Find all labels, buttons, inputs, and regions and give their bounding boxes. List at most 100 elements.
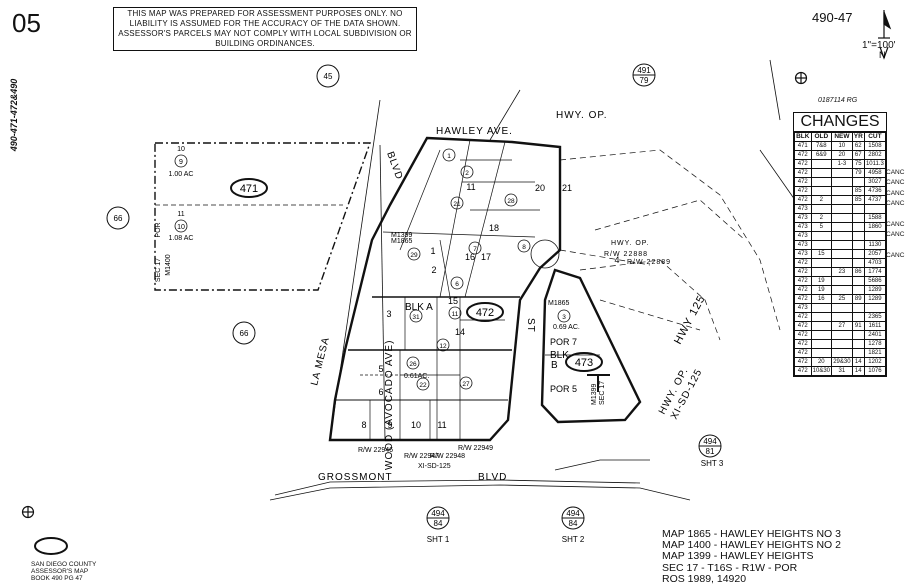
changes-cell bbox=[863, 204, 887, 214]
street-hwy125: HWY 125 bbox=[672, 293, 708, 346]
changes-cell bbox=[831, 339, 853, 349]
changes-cell: 14 bbox=[851, 357, 865, 367]
lot-number: 16 bbox=[465, 252, 475, 262]
changes-cell: 1289 bbox=[863, 285, 887, 295]
changes-cell bbox=[831, 177, 853, 187]
changes-cell: 19 bbox=[810, 285, 833, 295]
rw-label: R/W 22889 bbox=[627, 259, 671, 266]
parcel-number: 9 bbox=[179, 159, 183, 166]
changes-cell: 473 bbox=[794, 222, 812, 232]
parcel-area: 1.08 AC bbox=[169, 235, 194, 242]
sheet-label: SHT 3 bbox=[701, 459, 724, 468]
adjacent-ref: 491 bbox=[637, 66, 651, 75]
book-page-number: 490-47 bbox=[812, 10, 853, 25]
changes-cell bbox=[831, 276, 853, 286]
lot-number: 9 bbox=[387, 420, 392, 430]
page-number: 05 bbox=[12, 8, 41, 38]
changes-cell: 85 bbox=[851, 186, 865, 196]
changes-cell: 1289 bbox=[863, 294, 887, 304]
parcel-number: 31 bbox=[412, 314, 420, 321]
changes-cell bbox=[851, 249, 865, 259]
changes-cell bbox=[810, 204, 833, 214]
changes-cell: 472 bbox=[794, 366, 812, 376]
changes-cell bbox=[810, 177, 833, 187]
xi-label: XI-SD-125 bbox=[418, 463, 451, 470]
lot-number: 21 bbox=[562, 183, 572, 193]
changes-cell: 1611 bbox=[863, 321, 887, 331]
changes-cell: 4958 bbox=[863, 168, 887, 178]
block-472-boundary bbox=[328, 136, 562, 442]
lot-number: 14 bbox=[455, 327, 465, 337]
changes-cell: 25 bbox=[831, 294, 853, 304]
parcel-number: 3 bbox=[562, 314, 566, 321]
area-label: 0.61AC. bbox=[404, 373, 429, 380]
parcel-number: 11 bbox=[452, 311, 459, 318]
changes-cell: 79 bbox=[851, 168, 865, 178]
changes-cell: 23 bbox=[831, 267, 853, 277]
county-footer: SAN DIEGO COUNTY ASSESSOR'S MAP BOOK 490… bbox=[31, 561, 96, 583]
changes-cell bbox=[831, 231, 853, 241]
changes-cell: 10 bbox=[831, 141, 853, 151]
block-label: 471 bbox=[240, 183, 258, 195]
legend-ellipse-icon bbox=[34, 537, 68, 555]
rw-label: R/W 22947 bbox=[404, 453, 439, 460]
lot-number: 8 bbox=[361, 420, 366, 430]
canc-label: CANC bbox=[886, 169, 905, 176]
changes-cell: 3027 bbox=[863, 177, 887, 187]
changes-row: 473 bbox=[794, 231, 887, 241]
adjacent-ref: 84 bbox=[434, 519, 443, 528]
parcel-number: 2 bbox=[465, 170, 469, 177]
changes-header: BLK bbox=[794, 132, 812, 142]
canc-label bbox=[886, 241, 904, 251]
rw-label: R/W 22949 bbox=[458, 445, 493, 452]
changes-cell bbox=[831, 240, 853, 250]
changes-cell: 67 bbox=[851, 150, 865, 160]
changes-row: 472 4703 bbox=[794, 258, 887, 268]
canc-label: CANC bbox=[886, 189, 905, 197]
rw-label: R/W 22948 bbox=[430, 453, 465, 460]
changes-cell: 1130 bbox=[863, 240, 887, 250]
scale-label: 1"=100' bbox=[862, 40, 896, 51]
changes-cell: 472 bbox=[794, 258, 812, 268]
lot-number: 4 bbox=[614, 255, 619, 265]
map-ref-line: MAP 1865 - HAWLEY HEIGHTS NO 3 bbox=[662, 528, 841, 540]
changes-cell bbox=[851, 258, 865, 268]
changes-cell: 473 bbox=[794, 204, 812, 214]
changes-cell bbox=[831, 195, 853, 205]
changes-cell: 472 bbox=[794, 339, 812, 349]
changes-cell: 472 bbox=[794, 321, 812, 331]
crosshair-icon bbox=[794, 71, 808, 85]
changes-cell: 1076 bbox=[863, 366, 887, 376]
block-ellipses bbox=[230, 178, 603, 372]
changes-cell bbox=[851, 222, 865, 232]
changes-cell: 14 bbox=[851, 366, 865, 376]
parcel-number: 28 bbox=[507, 198, 515, 205]
blk-b-letter: B bbox=[551, 360, 558, 371]
changes-cell: 29&30 bbox=[831, 357, 853, 367]
changes-cell bbox=[810, 321, 833, 331]
parcel-number: 22 bbox=[419, 382, 427, 389]
changes-cell: 473 bbox=[794, 213, 812, 223]
changes-row: 473 1130 bbox=[794, 240, 887, 250]
map-references: MAP 1865 - HAWLEY HEIGHTS NO 3 MAP 1400 … bbox=[662, 528, 841, 585]
changes-cell: 20 bbox=[810, 357, 833, 367]
changes-cell: 473 bbox=[794, 240, 812, 250]
changes-cell: 16 bbox=[810, 294, 833, 304]
lot-number: 6 bbox=[378, 387, 383, 397]
map-ref-line: ROS 1989, 14920 bbox=[662, 572, 747, 585]
changes-cell bbox=[851, 177, 865, 187]
m1399-label: M1399 bbox=[591, 383, 598, 405]
changes-cell bbox=[851, 285, 865, 295]
changes-cell: 4703 bbox=[863, 258, 887, 268]
blk-b-label: BLK bbox=[550, 350, 569, 361]
road-lines bbox=[269, 59, 796, 501]
changes-cell: 1202 bbox=[863, 357, 887, 367]
sec17-label: SEC 17 bbox=[599, 381, 606, 405]
